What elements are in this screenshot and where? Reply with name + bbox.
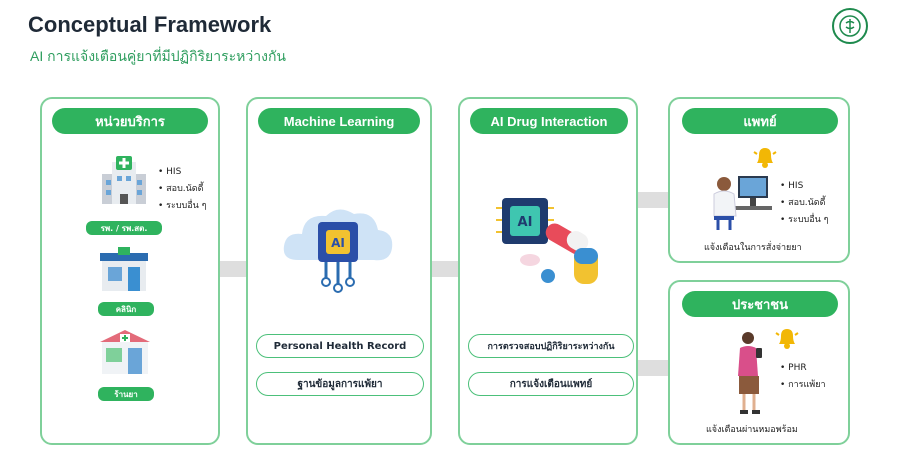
bell-icon	[752, 144, 778, 174]
list-item: • PHR	[780, 363, 807, 373]
public-note: แจ้งเตือนผ่านหมอพร้อม	[706, 425, 798, 435]
ml-item-phr: Personal Health Record	[256, 334, 424, 358]
clinic-icon	[98, 245, 150, 297]
list-item: • สอบ.นัดดี้	[158, 184, 204, 194]
ministry-logo	[832, 8, 868, 44]
ai-item-notify: การแจ้งเตือนแพทย์	[468, 372, 634, 396]
doctor-icon	[702, 170, 774, 236]
ml-title: Machine Learning	[258, 108, 420, 134]
doctor-title: แพทย์	[682, 108, 838, 134]
providers-bullets: • HIS • สอบ.นัดดี้ • ระบบอื่น ๆ	[158, 164, 207, 215]
list-item: • สอบ.นัดดี้	[780, 198, 826, 208]
page-title: Conceptual Framework	[28, 12, 272, 37]
ai-cloud-icon: AI	[278, 200, 398, 304]
svg-text:AI: AI	[331, 236, 345, 250]
list-item: • HIS	[158, 167, 182, 177]
public-bullets: • PHR • การแพ้ยา	[780, 360, 826, 394]
double-arrow-2	[412, 252, 482, 286]
public-title: ประชาชน	[682, 291, 838, 317]
person-phone-icon	[730, 330, 770, 420]
double-arrow-1	[200, 252, 270, 286]
ai-drug-icon: AI	[490, 190, 606, 294]
page-subtitle: AI การแจ้งเตือนคู่ยาที่มีปฏิกิริยาระหว่า…	[30, 48, 286, 64]
double-arrow-3	[620, 183, 688, 217]
doctor-bullets: • HIS • สอบ.นัดดี้ • ระบบอื่น ๆ	[780, 178, 829, 229]
list-item: • การแพ้ยา	[780, 380, 826, 390]
ml-item-allergy-db: ฐานข้อมูลการแพ้ยา	[256, 372, 424, 396]
ai-item-check: การตรวจสอบปฏิกิริยาระหว่างกัน	[468, 334, 634, 358]
bell-icon	[774, 325, 800, 355]
clinic-label: คลินิก	[98, 302, 154, 316]
svg-text:AI: AI	[518, 215, 533, 230]
list-item: • ระบบอื่น ๆ	[158, 201, 207, 211]
pharmacy-label: ร้านยา	[98, 387, 154, 401]
ai-title: AI Drug Interaction	[470, 108, 628, 134]
providers-title: หน่วยบริการ	[52, 108, 208, 134]
list-item: • HIS	[780, 181, 804, 191]
hospital-label: รพ. / รพ.สต.	[86, 221, 162, 235]
hospital-icon	[98, 152, 150, 212]
pharmacy-icon	[98, 326, 152, 380]
list-item: • ระบบอื่น ๆ	[780, 215, 829, 225]
doctor-note: แจ้งเตือนในการสั่งจ่ายยา	[704, 243, 802, 253]
